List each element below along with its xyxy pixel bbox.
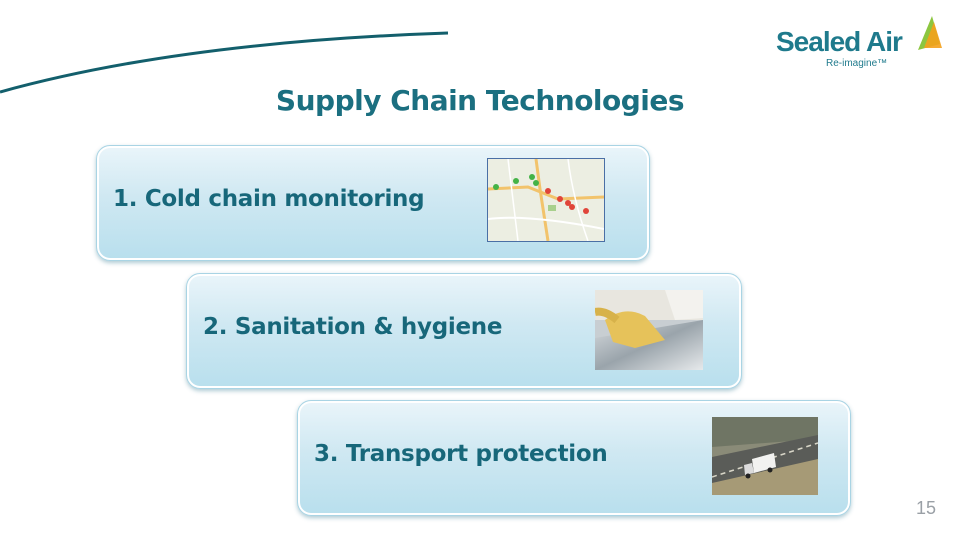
truck-icon [744,453,776,479]
card-cold-chain: 1. Cold chain monitoring [96,145,650,261]
card-label: 3. Transport protection [314,441,608,467]
card-sanitation: 2. Sanitation & hygiene [186,273,742,389]
company-logo: Sealed Air Re-imagine™ [776,14,946,74]
map-pin-icon [493,174,589,214]
card-label: 2. Sanitation & hygiene [203,314,503,340]
card-label: 1. Cold chain monitoring [113,186,425,212]
card-transport: 3. Transport protection [297,400,851,516]
cleaning-thumbnail [595,290,703,370]
header-swoosh [0,31,449,94]
page-number: 15 [915,498,936,518]
logo-wordmark: Sealed Air [776,26,903,57]
logo-sail-icon [918,16,942,50]
page-title: Supply Chain Technologies [275,84,685,117]
logo-tagline: Re-imagine™ [826,58,888,69]
map-thumbnail [487,158,605,242]
truck-thumbnail [712,417,818,495]
